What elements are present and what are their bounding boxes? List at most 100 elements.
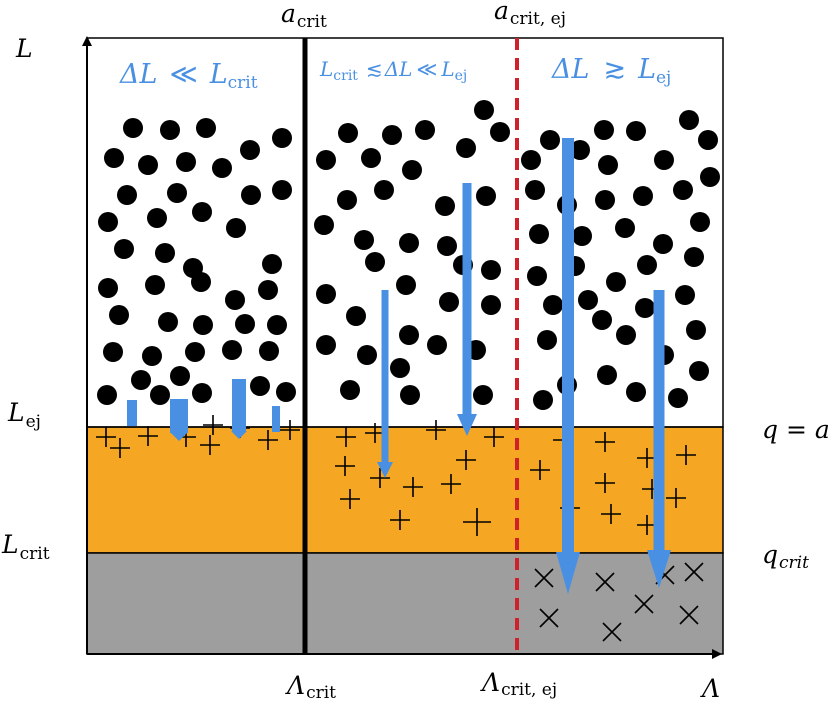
dot — [109, 305, 129, 325]
dot — [145, 275, 165, 295]
plus-marker — [335, 456, 355, 476]
dot — [193, 315, 213, 335]
dot — [396, 275, 416, 295]
dot — [250, 376, 270, 396]
dot — [427, 335, 447, 355]
dot — [521, 150, 541, 170]
dot — [150, 385, 170, 405]
dot — [595, 190, 615, 210]
plus-marker — [676, 445, 696, 465]
dot — [167, 183, 187, 203]
dot — [570, 140, 590, 160]
dot — [435, 196, 455, 216]
cross-marker — [534, 568, 554, 588]
dot — [222, 340, 242, 360]
dot — [675, 285, 695, 305]
dot — [98, 278, 118, 298]
dot — [191, 272, 211, 292]
plus-marker — [370, 468, 390, 488]
dot — [673, 180, 693, 200]
dot — [537, 330, 557, 350]
plus-marker — [595, 432, 615, 452]
arrow-head — [457, 414, 477, 436]
dot — [615, 218, 635, 238]
lambda-axis-label: Λ — [700, 674, 720, 702]
cross-marker — [684, 562, 704, 582]
dot — [626, 382, 646, 402]
dot — [382, 125, 402, 145]
dot — [346, 306, 366, 326]
dot — [160, 120, 180, 140]
dot — [684, 247, 704, 267]
plus-marker — [484, 427, 504, 447]
plus-markers — [96, 415, 696, 536]
dot — [527, 266, 547, 286]
small-blue-bar — [232, 379, 246, 431]
dot — [138, 155, 158, 175]
plus-marker — [441, 474, 461, 494]
dot — [314, 215, 334, 235]
plus-marker — [530, 460, 550, 480]
arrow-head — [377, 462, 393, 478]
plus-marker — [336, 427, 356, 447]
dot — [572, 226, 592, 246]
dot — [679, 110, 699, 130]
small-blue-bar — [127, 400, 137, 426]
dot — [98, 212, 118, 232]
cross-marker — [634, 594, 654, 614]
plus-marker — [456, 450, 476, 470]
dot — [402, 160, 422, 180]
small-blue-bar-tip — [171, 433, 187, 441]
dot — [97, 385, 117, 405]
plus-marker — [110, 438, 130, 458]
dot — [481, 295, 501, 315]
dot — [578, 290, 598, 310]
plus-marker — [200, 435, 220, 455]
small-blue-bar-tip — [231, 431, 247, 439]
dot — [316, 150, 336, 170]
dot — [626, 121, 646, 141]
dot — [192, 202, 212, 222]
dot — [338, 123, 358, 143]
dot — [543, 295, 563, 315]
arrow-shaft — [462, 183, 472, 415]
cross-marker — [539, 608, 559, 628]
dot — [616, 325, 636, 345]
dot — [529, 224, 549, 244]
small-blue-bars — [127, 379, 280, 441]
dot — [176, 152, 196, 172]
plus-marker — [340, 489, 360, 509]
dot — [592, 310, 612, 330]
q-crit-label: qcrit — [762, 540, 809, 573]
dot — [272, 128, 292, 148]
L-axis-label: L — [15, 34, 33, 63]
header-left: ΔL≪Lcrit — [119, 59, 258, 93]
dot — [258, 280, 278, 300]
dot — [668, 388, 688, 408]
dot — [439, 292, 459, 312]
arrow-head — [647, 550, 671, 588]
dot — [316, 284, 336, 304]
dot — [226, 218, 246, 238]
plus-marker — [403, 477, 423, 497]
cross-marker — [602, 622, 622, 642]
dot — [267, 315, 287, 335]
small-blue-bar — [170, 399, 188, 433]
plus-marker — [258, 430, 278, 450]
small-blue-bar — [272, 406, 280, 432]
plus-marker — [595, 473, 615, 493]
dot — [597, 365, 617, 385]
dot — [690, 212, 710, 232]
dot — [525, 180, 545, 200]
dot — [637, 255, 657, 275]
dot — [400, 385, 420, 405]
dot — [241, 185, 261, 205]
gray-band — [86, 552, 724, 655]
dot — [635, 298, 655, 318]
plus-marker — [426, 420, 446, 440]
dot — [399, 325, 419, 345]
dot — [316, 335, 336, 355]
dot — [142, 346, 162, 366]
